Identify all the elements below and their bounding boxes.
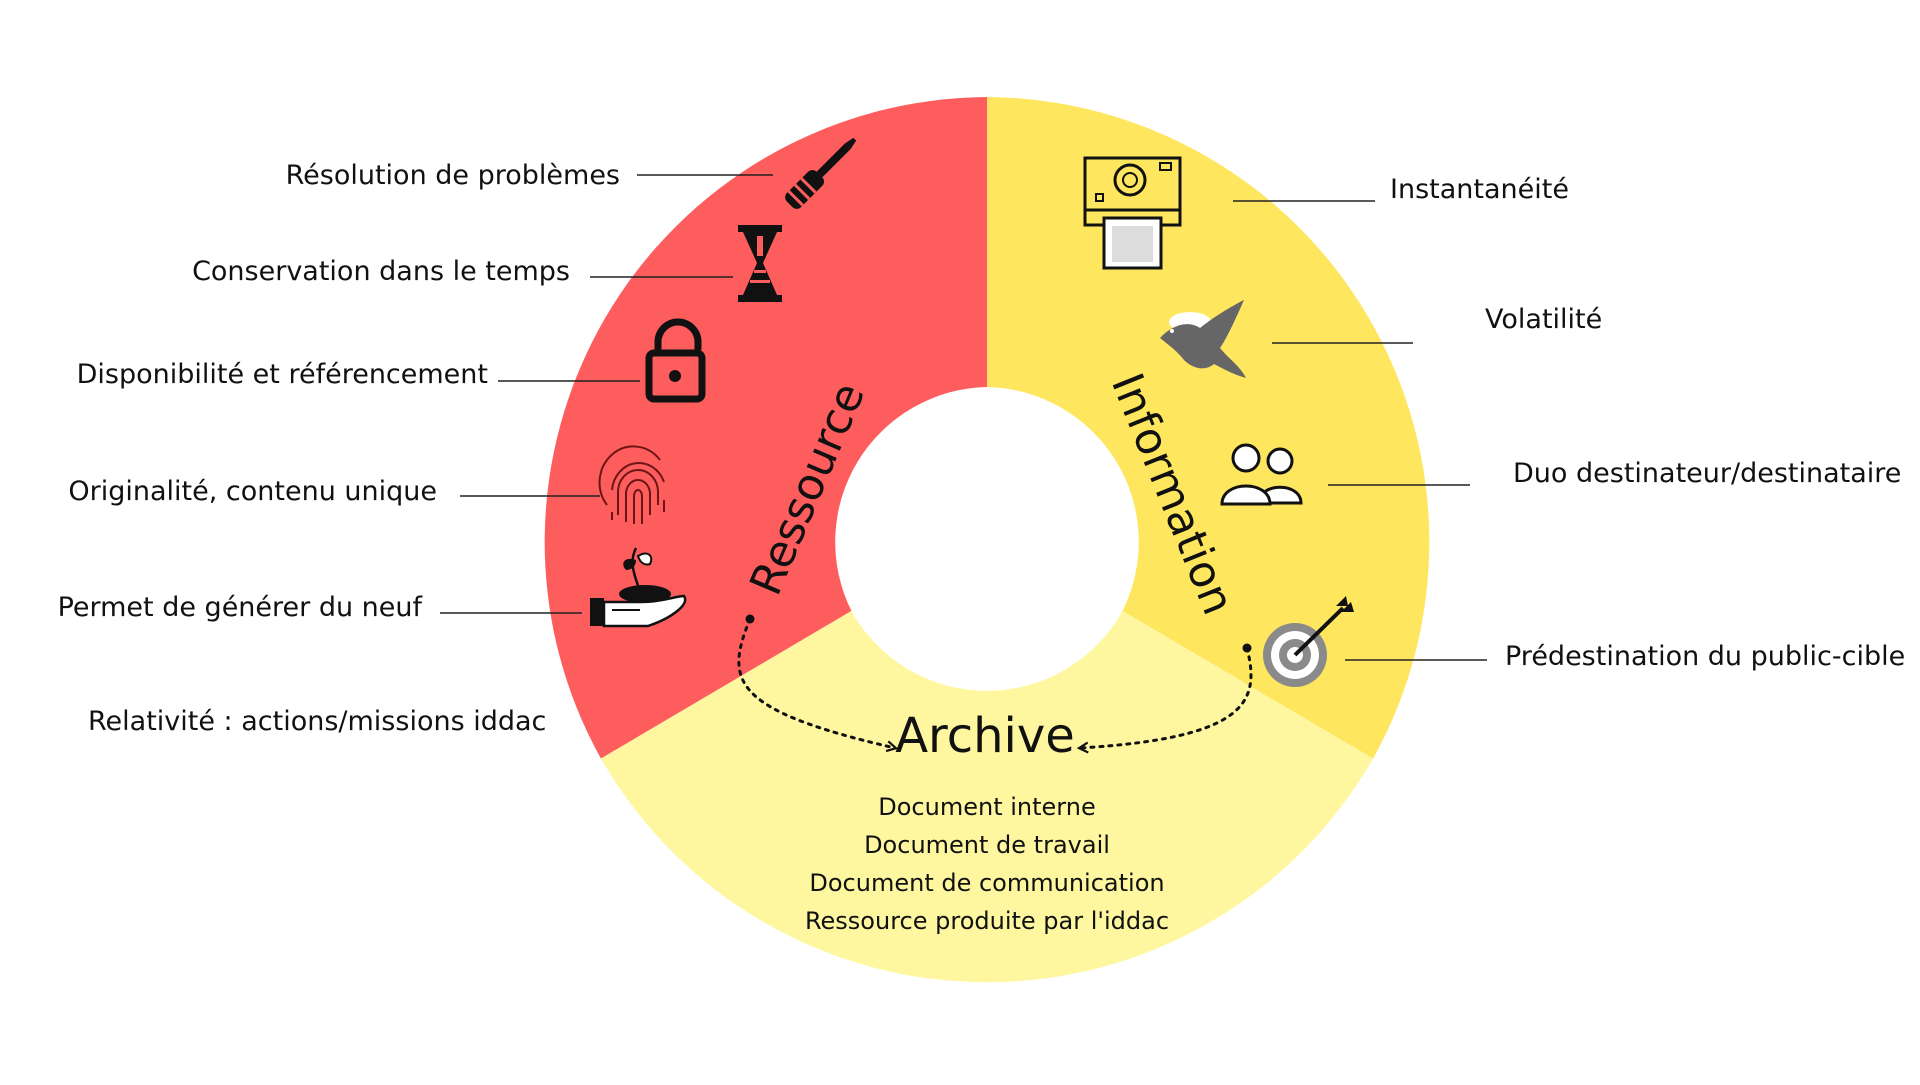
hand-sprout-icon: [590, 547, 687, 628]
information-item-label: Instantanéité: [1390, 174, 1569, 205]
archive-title: Archive: [895, 708, 1075, 764]
instant-camera-icon: [1083, 156, 1182, 270]
two-people-icon: [1220, 443, 1303, 506]
segment-archive: [600, 610, 1374, 983]
screwdriver-icon: [785, 137, 857, 209]
ressource-item-label: Permet de générer du neuf: [58, 592, 424, 623]
ressource-note: Relativité : actions/missions iddac: [88, 706, 546, 737]
dotted-arrow-information-to-archive: [1080, 646, 1253, 748]
target-arrow-icon: [1263, 596, 1354, 687]
fingerprint-icon: [598, 445, 665, 524]
segment-information: [987, 97, 1430, 759]
ressource-item-label: Conservation dans le temps: [192, 256, 570, 287]
hourglass-icon: [738, 225, 782, 302]
archive-item: Document de communication: [809, 869, 1164, 897]
information-item-label: Duo destinateur/destinataire: [1513, 458, 1901, 489]
archive-item: Document interne: [878, 793, 1095, 821]
segment-ressource: [544, 97, 987, 759]
archive-item: Document de travail: [864, 831, 1110, 859]
ressource-item-label: Disponibilité et référencement: [77, 359, 488, 390]
information-item-label: Volatilité: [1485, 304, 1602, 335]
unlocked-padlock-icon: [645, 318, 706, 403]
dove-icon: [1160, 300, 1246, 378]
archive-item: Ressource produite par l'iddac: [805, 907, 1169, 935]
information-item-label: Prédestination du public-cible: [1505, 641, 1905, 672]
ressource-item-label: Résolution de problèmes: [286, 160, 620, 191]
ressource-item-label: Originalité, contenu unique: [68, 476, 437, 507]
